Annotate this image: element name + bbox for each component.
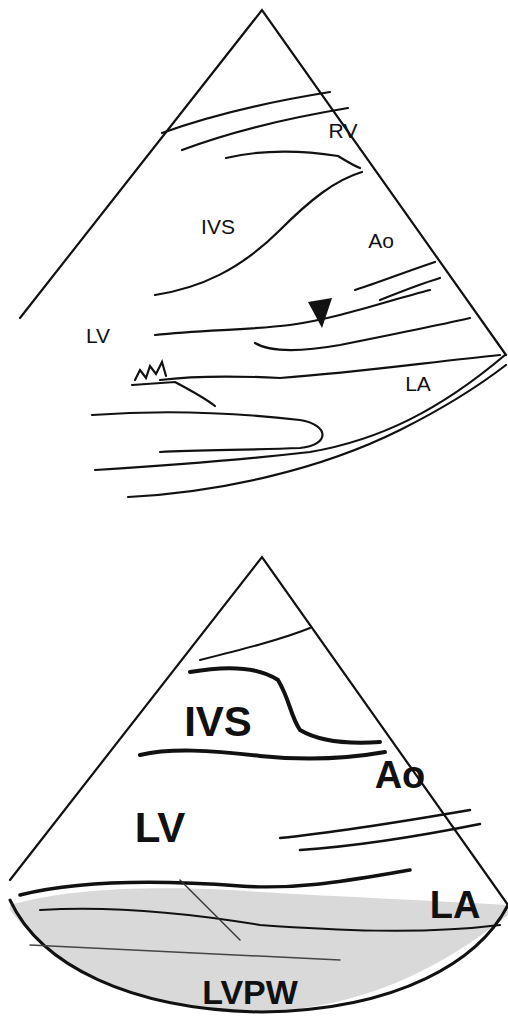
- wall-line: [182, 108, 348, 150]
- posterior-wall: [20, 870, 410, 895]
- part-label: IVS: [184, 701, 252, 743]
- valve-mark: [308, 298, 332, 328]
- mitral-leaflet: [135, 362, 166, 380]
- part-label: RV: [329, 120, 358, 141]
- part-label: Ao: [368, 230, 394, 251]
- rv-line: [226, 152, 360, 168]
- aortic-wall: [355, 262, 435, 290]
- posterior-wall: [30, 945, 340, 960]
- posterior-wall: [92, 412, 323, 452]
- posterior-wall: [95, 355, 505, 470]
- mitral-line: [180, 880, 240, 940]
- posterior-wall: [128, 365, 506, 497]
- septum-line: [155, 172, 362, 295]
- aortic-wall: [280, 810, 470, 838]
- wall-line: [162, 92, 330, 133]
- part-label: LV: [135, 807, 186, 849]
- septum-line: [140, 751, 385, 759]
- part-label: LA: [430, 886, 481, 924]
- part-label: LV: [86, 325, 110, 346]
- sector-ground: [8, 557, 508, 1012]
- part-label: LVPW: [202, 975, 298, 1009]
- mitral-leaflet: [132, 382, 215, 406]
- sector-outline: [20, 10, 506, 355]
- mitral-line: [160, 355, 500, 380]
- part-label: IVS: [201, 216, 235, 237]
- aortic-wall: [380, 278, 440, 300]
- aortic-wall: [255, 318, 470, 350]
- sector-outline: [10, 557, 508, 905]
- aortic-wall: [300, 824, 480, 850]
- part-label: Ao: [375, 756, 426, 794]
- part-label: LA: [405, 373, 431, 394]
- wall-line: [200, 628, 310, 660]
